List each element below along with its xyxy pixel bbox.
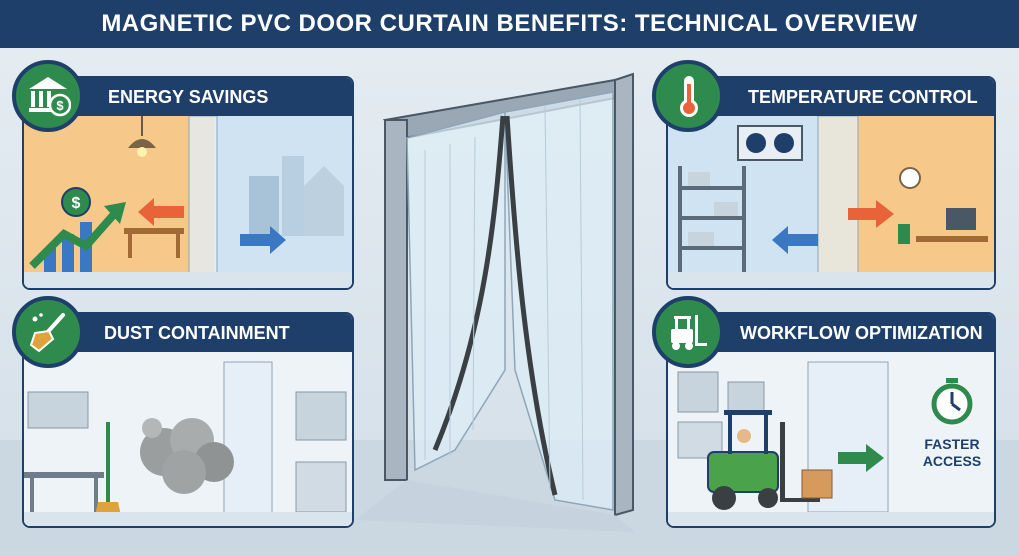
bank-dollar-icon: $ xyxy=(12,60,84,132)
curtain-right xyxy=(504,91,614,511)
green-arrow xyxy=(838,444,884,472)
panel-energy-savings: ENERGY SAVINGS $ xyxy=(22,76,354,290)
panel-label: DUST CONTAINMENT xyxy=(104,322,290,343)
panel-label: TEMPERATURE CONTROL xyxy=(748,86,978,107)
forklift-icon xyxy=(652,296,724,368)
cool-arrow xyxy=(240,226,286,254)
warm-arrow xyxy=(138,198,184,226)
door-frame-left xyxy=(384,119,408,481)
panel-temperature-control: TEMPERATURE CONTROL xyxy=(666,76,996,290)
panel-label: ENERGY SAVINGS xyxy=(108,86,269,107)
broom-icon xyxy=(12,296,84,368)
faster-text: FASTER xyxy=(924,436,980,452)
thermometer-icon xyxy=(652,60,724,132)
door-floor xyxy=(355,480,635,532)
warm-arrow xyxy=(848,200,894,228)
workflow-scene: FASTER ACCESS xyxy=(668,352,994,526)
magnetic-strip-right xyxy=(504,115,558,496)
page-title: MAGNETIC PVC DOOR CURTAIN BENEFITS: TECH… xyxy=(0,0,1019,48)
door-frame-right xyxy=(614,72,634,517)
curtain-left xyxy=(406,111,506,472)
panel-workflow-optimization: WORKFLOW OPTIMIZATION FAST xyxy=(666,312,996,528)
faster-access-label: FASTER ACCESS xyxy=(912,436,992,470)
svg-text:$: $ xyxy=(56,98,64,113)
dust-scene xyxy=(24,352,352,526)
energy-scene: $ xyxy=(24,115,352,288)
access-text: ACCESS xyxy=(922,453,982,469)
dollar-coin-icon xyxy=(61,187,91,217)
magnetic-strip-left xyxy=(432,115,506,451)
panel-label: WORKFLOW OPTIMIZATION xyxy=(740,322,983,343)
svg-text:$: $ xyxy=(72,195,81,212)
cool-arrow xyxy=(772,226,818,254)
center-door-curtain xyxy=(355,72,635,532)
temperature-scene xyxy=(668,115,994,288)
